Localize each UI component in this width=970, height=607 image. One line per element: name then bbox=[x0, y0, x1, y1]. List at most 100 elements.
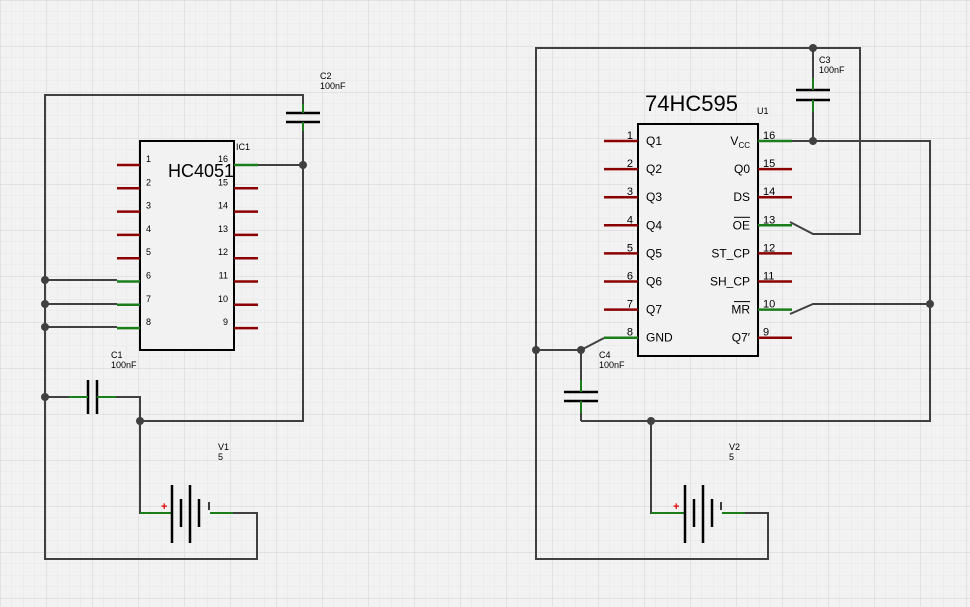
v2-ref: V2 bbox=[729, 442, 740, 452]
junction-dot bbox=[41, 300, 49, 308]
junction-dot bbox=[41, 276, 49, 284]
v1-plus-sign: + bbox=[161, 501, 167, 513]
c4-value: 100nF bbox=[599, 360, 625, 370]
u1-pin-number: 7 bbox=[627, 299, 633, 311]
c2-ref: C2 bbox=[320, 71, 332, 81]
capacitor-c2[interactable]: C2 100nF bbox=[286, 71, 346, 131]
u1-pin-number: 15 bbox=[763, 158, 775, 170]
u1-pin-label-sub: CC bbox=[738, 141, 750, 150]
ic1-pin-number: 1 bbox=[146, 154, 151, 164]
ic1-name: HC4051 bbox=[168, 161, 234, 181]
u1-pin-number: 3 bbox=[627, 186, 633, 198]
junction-dot bbox=[299, 161, 307, 169]
u1-pin-label: MR bbox=[731, 303, 750, 317]
v2-plus-sign: + bbox=[673, 501, 679, 513]
ic1-pin-number: 13 bbox=[218, 224, 228, 234]
ic1-pin-number: 3 bbox=[146, 201, 151, 211]
wire-v2-minus bbox=[535, 350, 769, 560]
u1-pin-label: Q2 bbox=[646, 162, 662, 176]
u1-pin-label-main: Q0 bbox=[734, 162, 750, 176]
u1-pin-number: 5 bbox=[627, 242, 633, 254]
c3-ref: C3 bbox=[819, 55, 831, 65]
u1-pin-label: Q5 bbox=[646, 246, 662, 260]
wire-c2-to-ground bbox=[140, 126, 304, 422]
u1-pin-number: 12 bbox=[763, 242, 775, 254]
u1-pin-number: 1 bbox=[627, 130, 633, 142]
wire-top-left bbox=[44, 94, 304, 280]
u1-pin-number: 13 bbox=[763, 214, 775, 226]
u1-pin-number: 11 bbox=[763, 271, 774, 283]
ic1-pin-number: 9 bbox=[223, 317, 228, 327]
ic1-body[interactable] bbox=[139, 140, 235, 351]
u1-pin-label-main: SH_CP bbox=[710, 275, 750, 289]
v1-value: 5 bbox=[218, 452, 223, 462]
u1-pin-label: VCC bbox=[730, 134, 750, 150]
battery-v1[interactable]: + V1 5 bbox=[140, 442, 233, 543]
junction-dot bbox=[41, 393, 49, 401]
ic1-pin-number: 7 bbox=[146, 294, 151, 304]
u1-pin-label: Q1 bbox=[646, 134, 662, 148]
u1-pin-number: 14 bbox=[763, 186, 775, 198]
u1-pin-label: Q7′ bbox=[732, 331, 751, 345]
u1-pin-label-main: V bbox=[730, 134, 738, 148]
u1-pin-label: Q0 bbox=[734, 162, 750, 176]
u1-pin-label-main: ST_CP bbox=[711, 246, 750, 260]
c3-value: 100nF bbox=[819, 65, 845, 75]
u1-body[interactable] bbox=[637, 123, 759, 357]
u1-pin-label: ST_CP bbox=[711, 246, 750, 260]
wire-vcc-right bbox=[581, 140, 931, 422]
junction-dot bbox=[647, 417, 655, 425]
capacitor-c4[interactable]: C4 100nF bbox=[564, 350, 625, 413]
u1-pin-label: GND bbox=[646, 331, 673, 345]
u1-pin-label: Q6 bbox=[646, 275, 662, 289]
ic1-pin-number: 6 bbox=[146, 271, 151, 281]
capacitor-c3[interactable]: C3 100nF bbox=[796, 55, 845, 112]
capacitor-c1[interactable]: C1 100nF bbox=[69, 350, 137, 414]
ic1-pin-number: 4 bbox=[146, 224, 151, 234]
c4-ref: C4 bbox=[599, 350, 611, 360]
u1-pin-label: DS bbox=[733, 190, 750, 204]
junction-dot bbox=[577, 346, 585, 354]
battery-v2[interactable]: + V2 5 bbox=[651, 442, 745, 543]
u1-pin-label-main: OE bbox=[733, 218, 750, 232]
wire-mr bbox=[789, 303, 930, 315]
c1-ref: C1 bbox=[111, 350, 123, 360]
ic1-pin-number: 16 bbox=[218, 154, 228, 164]
u1-pin-number: 16 bbox=[763, 130, 775, 142]
ic1-ref: IC1 bbox=[236, 142, 250, 152]
c1-value: 100nF bbox=[111, 360, 137, 370]
u1-pin-label: Q4 bbox=[646, 218, 662, 232]
ic1-pin-number: 11 bbox=[219, 271, 228, 281]
u1-pin-number: 6 bbox=[627, 271, 633, 283]
u1-pin-label: Q7 bbox=[646, 303, 662, 317]
ic1-pin-number: 15 bbox=[218, 177, 228, 187]
junction-dot bbox=[809, 137, 817, 145]
ic1-pin-number: 5 bbox=[146, 247, 151, 257]
u1-pin-label-main: DS bbox=[733, 190, 750, 204]
v2-value: 5 bbox=[729, 452, 734, 462]
junction-dot bbox=[532, 346, 540, 354]
u1-pin-number: 8 bbox=[627, 327, 633, 339]
u1-pin-number: 4 bbox=[627, 214, 633, 226]
junction-dot bbox=[41, 323, 49, 331]
u1-pin-label-main: Q7′ bbox=[732, 331, 751, 345]
c2-value: 100nF bbox=[320, 81, 346, 91]
junction-dot bbox=[926, 300, 934, 308]
v1-ref: V1 bbox=[218, 442, 229, 452]
u1-pin-label: OE bbox=[733, 218, 750, 232]
u1-pin-label: Q3 bbox=[646, 190, 662, 204]
u1-name: 74HC595 bbox=[645, 91, 738, 116]
ic1-pin-number: 12 bbox=[218, 247, 228, 257]
u1-ref: U1 bbox=[757, 106, 769, 116]
junction-dot bbox=[136, 417, 144, 425]
ic1-pin-number: 8 bbox=[146, 317, 151, 327]
u1-pin-number: 10 bbox=[763, 299, 775, 311]
u1-pin-label: SH_CP bbox=[710, 275, 750, 289]
junction-dot bbox=[809, 44, 817, 52]
ic1-pin-number: 2 bbox=[146, 177, 151, 187]
